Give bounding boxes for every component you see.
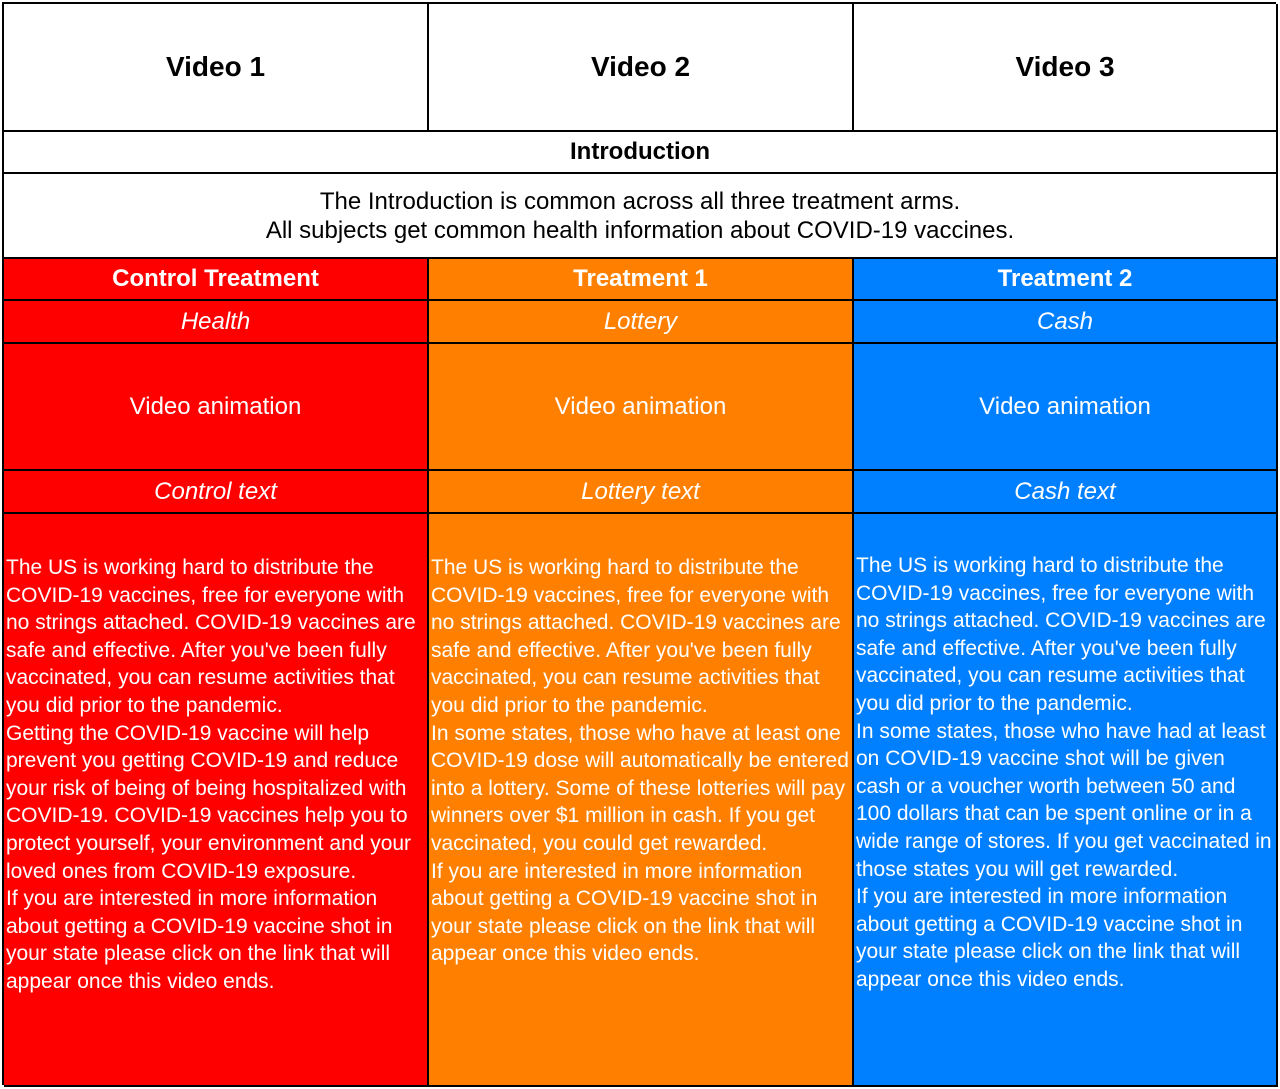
video-2-header: Video 2 <box>429 4 854 132</box>
treatment-1-animation: Video animation <box>429 344 854 471</box>
introduction-line-2: All subjects get common health informati… <box>265 216 1015 244</box>
introduction-text: The Introduction is common across all th… <box>4 174 1278 259</box>
cash-paragraph-1: The US is working hard to distribute the… <box>856 554 1266 715</box>
control-body-text: The US is working hard to distribute the… <box>4 514 429 1087</box>
control-paragraph-3: If you are interested in more informatio… <box>6 887 393 993</box>
lottery-paragraph-2: In some states, those who have at least … <box>431 721 849 855</box>
lottery-paragraph-3: If you are interested in more informatio… <box>431 859 818 966</box>
cash-text-label: Cash text <box>854 471 1278 514</box>
lottery-paragraph-1: The US is working hard to distribute the… <box>431 556 841 717</box>
control-text-label: Control text <box>4 471 429 514</box>
control-theme: Health <box>4 301 429 344</box>
control-animation: Video animation <box>4 344 429 471</box>
lottery-text-label: Lottery text <box>429 471 854 514</box>
cash-body-text: The US is working hard to distribute the… <box>854 514 1278 1087</box>
cash-paragraph-3: If you are interested in more informatio… <box>856 885 1243 991</box>
control-arm-title: Control Treatment <box>4 259 429 301</box>
treatment-1-arm-title: Treatment 1 <box>429 259 854 301</box>
treatment-2-arm-title: Treatment 2 <box>854 259 1278 301</box>
lottery-body-text: The US is working hard to distribute the… <box>429 514 854 1087</box>
introduction-line-1: The Introduction is common across all th… <box>319 187 961 215</box>
cash-paragraph-2: In some states, those who have had at le… <box>856 719 1272 881</box>
video-1-header: Video 1 <box>4 4 429 132</box>
introduction-title: Introduction <box>4 132 1278 174</box>
control-paragraph-2: Getting the COVID-19 vaccine will help p… <box>6 721 412 883</box>
treatment-2-theme: Cash <box>854 301 1278 344</box>
treatment-1-theme: Lottery <box>429 301 854 344</box>
video-3-header: Video 3 <box>854 4 1278 132</box>
treatment-2-animation: Video animation <box>854 344 1278 471</box>
control-paragraph-1: The US is working hard to distribute the… <box>6 556 416 717</box>
